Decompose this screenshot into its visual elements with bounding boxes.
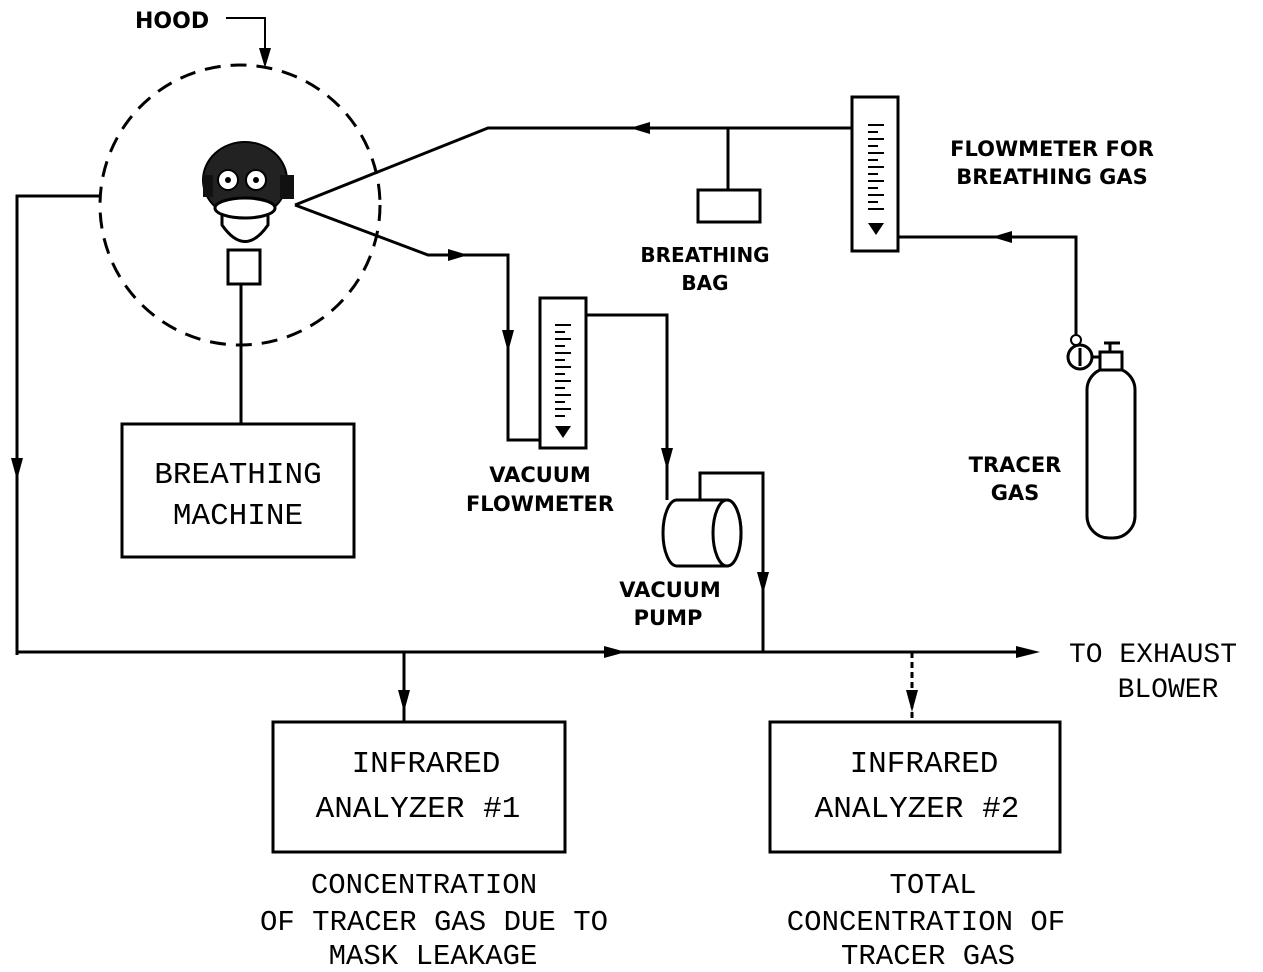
exhaust-arrow: [1016, 646, 1040, 658]
hood-exhaust-arrow: [11, 458, 23, 480]
hood-pointer: [226, 17, 266, 60]
tracer-gas-arrow: [992, 231, 1012, 243]
analyzer-2-box: [768, 720, 1062, 854]
analyzer-1-box: [271, 720, 567, 854]
breathing-flowmeter-icon: [850, 95, 900, 253]
breathing-machine-label-2: MACHINE: [173, 499, 303, 534]
analyzer-1-feed-arrow: [398, 690, 410, 712]
supply-arrow: [630, 122, 650, 134]
caption-2-line-1: TOTAL: [889, 869, 976, 902]
vacuum-flowmeter-label-1: VACUUM: [489, 463, 591, 487]
tracer-gas-label-1: TRACER: [969, 453, 1062, 477]
tracer-gas-line: [898, 235, 1078, 340]
head-with-mask-icon: [202, 141, 294, 286]
breathing-gas-supply-line: [294, 126, 852, 207]
tracer-gas-label-2: GAS: [991, 481, 1040, 505]
caption-1-line-3: MASK LEAKAGE: [329, 940, 538, 972]
mask-sample-line: [294, 203, 540, 442]
caption-2-line-3: TRACER GAS: [841, 940, 1015, 972]
breathing-machine-label-1: BREATHING: [154, 458, 321, 493]
breathing-machine-box: [120, 422, 356, 559]
pump-outlet-line: [698, 471, 765, 652]
tracer-gas-cylinder-icon: [1066, 334, 1137, 540]
caption-1-line-1: CONCENTRATION: [311, 869, 537, 902]
main-line-arrow: [604, 646, 626, 658]
caption-2-line-2: CONCENTRATION OF: [787, 906, 1065, 939]
analyzer-1-label-1: INFRARED: [352, 747, 501, 782]
hood-arrowhead: [259, 48, 271, 68]
exhaust-label-1: TO EXHAUST: [1069, 640, 1237, 671]
mask-sample-arrow-2: [502, 330, 514, 352]
analyzer-1-label-2: ANALYZER #1: [316, 792, 521, 827]
vacuum-pump-label-2: PUMP: [634, 606, 703, 630]
breathing-flowmeter-label-2: BREATHING GAS: [956, 165, 1148, 189]
vacuum-flowmeter-label-2: FLOWMETER: [466, 492, 614, 516]
vacuum-flowmeter-icon: [538, 296, 588, 450]
breathing-flowmeter-label-1: FLOWMETER FOR: [950, 137, 1154, 161]
hood-label-text: HOOD: [135, 9, 209, 34]
flowmeter-to-pump-arrow: [661, 448, 673, 470]
vacuum-pump-icon: [661, 498, 743, 568]
breathing-bag-label-2: BAG: [681, 271, 728, 295]
hood-exhaust-line: [15, 194, 100, 655]
pump-outlet-arrow: [757, 572, 769, 594]
breathing-bag-label-1: BREATHING: [640, 243, 769, 267]
analyzer-2-feed-arrow: [906, 690, 918, 712]
mask-sample-arrow-1: [448, 249, 468, 261]
breathing-bag-box: [696, 188, 762, 224]
exhaust-label-2: BLOWER: [1118, 675, 1219, 706]
caption-1-line-2: OF TRACER GAS DUE TO: [260, 906, 608, 939]
analyzer-2-label-1: INFRARED: [850, 747, 999, 782]
vacuum-pump-label-1: VACUUM: [619, 578, 721, 602]
flowmeter-to-pump-line: [586, 313, 669, 500]
analyzer-2-label-2: ANALYZER #2: [815, 792, 1020, 827]
